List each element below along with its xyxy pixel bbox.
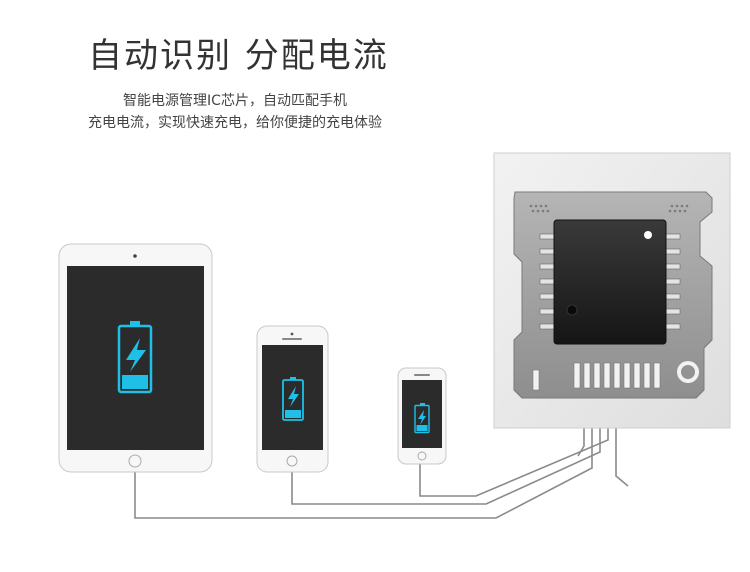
board-dots — [529, 204, 689, 213]
description-line-1: 智能电源管理IC芯片，自动匹配手机 — [123, 93, 347, 109]
description: 智能电源管理IC芯片，自动匹配手机 充电电流，实现快速充电，给你便捷的充电体验 — [0, 90, 400, 134]
chip-pin1-marker — [644, 231, 652, 239]
battery-charging-icon — [282, 377, 304, 421]
page-title: 自动识别 分配电流 — [88, 36, 389, 76]
battery-charging-icon — [414, 403, 430, 434]
tablet-device — [58, 243, 213, 473]
contact-pads — [573, 362, 661, 389]
ic-chip — [553, 219, 667, 345]
description-line-2: 充电电流，实现快速充电，给你便捷的充电体验 — [88, 115, 382, 131]
battery-charging-icon — [117, 321, 153, 394]
large-phone-device — [256, 325, 329, 473]
cable-bundle — [134, 424, 629, 519]
small-phone-device — [397, 367, 447, 465]
power-chip-panel — [493, 152, 731, 429]
